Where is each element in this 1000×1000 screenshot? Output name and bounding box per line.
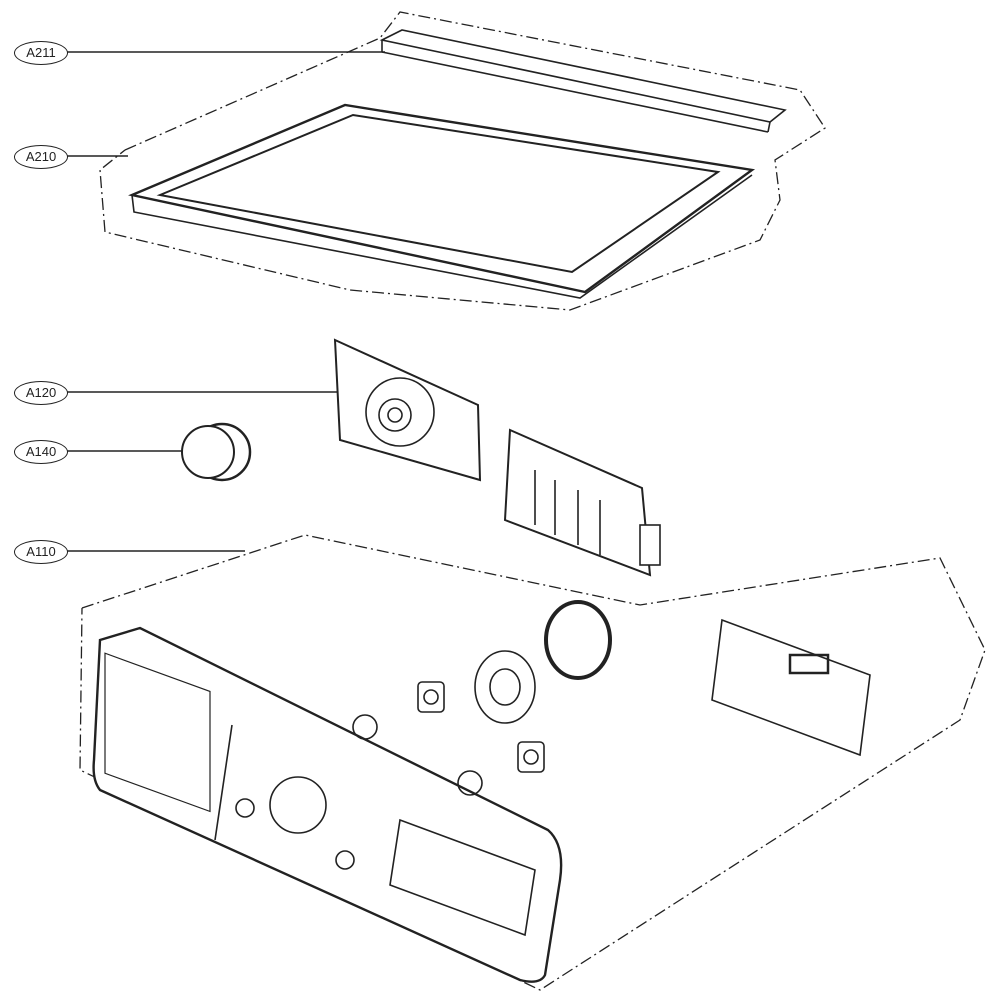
knob — [181, 422, 252, 482]
callout-A110[interactable]: A110 — [14, 540, 68, 564]
top-group-outline — [99, 11, 826, 311]
top-rear-bracket — [379, 29, 787, 133]
control-pcb-frame — [333, 338, 661, 577]
callout-A210[interactable]: A210 — [14, 145, 68, 169]
callout-A120[interactable]: A120 — [14, 381, 68, 405]
callout-A140[interactable]: A140 — [14, 440, 68, 464]
control-panel — [92, 600, 871, 983]
top-frame — [128, 103, 756, 299]
callout-A211[interactable]: A211 — [14, 41, 68, 65]
leader-lines — [64, 51, 385, 552]
